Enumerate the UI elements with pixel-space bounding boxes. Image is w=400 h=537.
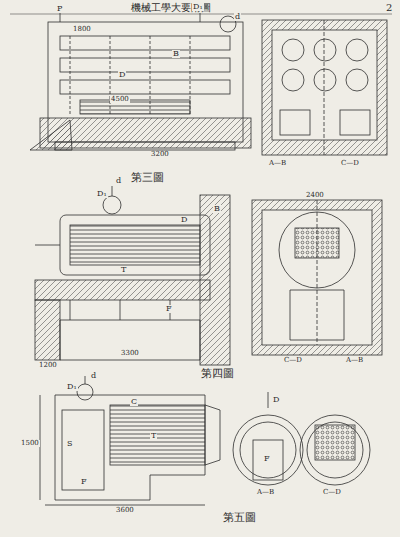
section-mark: C—D [340, 160, 360, 167]
page-number: 2 [385, 3, 393, 13]
figure-caption: 第三圖 [130, 172, 165, 183]
part-letter: D₁ [192, 3, 204, 11]
part-letter: D [118, 71, 126, 79]
section-mark: C—D [283, 357, 303, 364]
dimension: 1800 [72, 26, 92, 33]
section-mark: C—D [322, 489, 342, 496]
part-letter: d [234, 13, 241, 21]
section-mark: A—B [345, 357, 364, 364]
part-letter: F [263, 455, 271, 463]
part-letter: D [272, 396, 280, 404]
part-letter: F [80, 478, 88, 486]
part-letter: F [165, 305, 173, 313]
dimension: 2400 [305, 192, 325, 199]
figure-caption: 第五圖 [222, 512, 257, 523]
part-letter: d [115, 177, 122, 185]
dimension: 4500 [110, 96, 130, 103]
dimension: 3200 [150, 151, 170, 158]
part-letter: D [180, 216, 188, 224]
part-letter: T [150, 432, 157, 440]
part-letter: d [90, 372, 97, 380]
part-letter: C [130, 398, 138, 406]
dimension: 1500 [20, 440, 40, 447]
part-letter: D₁ [66, 383, 78, 391]
part-letter: P [56, 5, 63, 13]
dimension: 1200 [38, 362, 58, 369]
part-letter: S [66, 440, 73, 448]
part-letter: T [120, 266, 127, 274]
part-letter: B [213, 205, 221, 213]
part-letter: D₁ [96, 190, 108, 198]
part-letter: B [172, 50, 180, 58]
section-mark: A—B [268, 160, 287, 167]
dimension: 3300 [120, 350, 140, 357]
dimension: 3600 [115, 507, 135, 514]
section-mark: A—B [256, 489, 275, 496]
figure-caption: 第四圖 [200, 368, 235, 379]
